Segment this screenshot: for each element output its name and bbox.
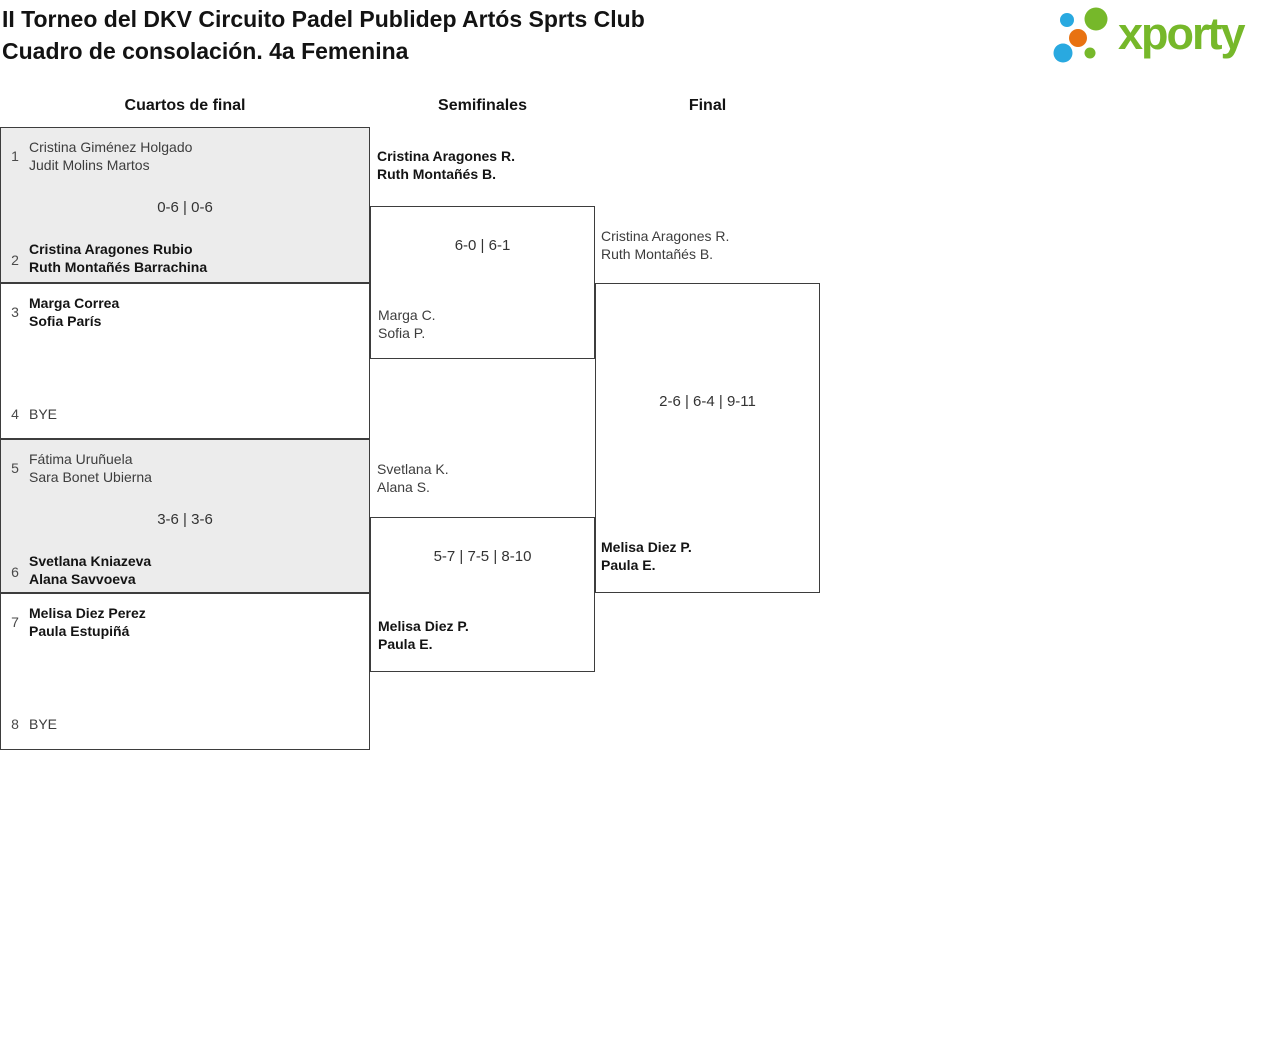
match-box-qf2: 3 Marga Correa Sofia París 4 BYE	[0, 283, 370, 439]
team-name: Melisa Diez P. Paula E.	[378, 617, 469, 653]
player-name: Cristina Aragones R.	[377, 148, 515, 164]
team-name: Cristina Aragones R. Ruth Montañés B.	[601, 227, 729, 263]
match-score: 6-0 | 6-1	[454, 237, 511, 254]
player-name: Melisa Diez P.	[601, 539, 692, 555]
seed-number: 8	[11, 716, 19, 732]
player-name: Paula E.	[378, 636, 433, 652]
page-title: II Torneo del DKV Circuito Padel Publide…	[2, 3, 645, 67]
player-name: Svetlana Kniazeva	[29, 553, 152, 569]
player-name: Sofia París	[29, 313, 102, 329]
player-name: Melisa Diez Perez	[29, 605, 146, 621]
seed-number: 5	[11, 460, 19, 476]
match-score: 2-6 | 6-4 | 9-11	[659, 393, 756, 410]
player-name: Marga C.	[378, 307, 436, 323]
team-name: Marga C. Sofia P.	[378, 306, 436, 342]
seed-number: 4	[11, 406, 19, 422]
team-name: Cristina Giménez Holgado Judit Molins Ma…	[29, 138, 192, 174]
seed-number: 6	[11, 564, 19, 580]
match-box-qf1: 1 Cristina Giménez Holgado Judit Molins …	[0, 127, 370, 283]
xporty-wordmark: xporty	[1118, 8, 1246, 59]
match-score: 3-6 | 3-6	[157, 511, 213, 528]
team-name: BYE	[29, 405, 57, 423]
team-name: Marga Correa Sofia París	[29, 294, 119, 330]
player-name: Alana Savvoeva	[29, 571, 136, 587]
team-name: Svetlana Kniazeva Alana Savvoeva	[29, 552, 151, 588]
xporty-logo[interactable]: xporty	[1046, 3, 1246, 69]
seed-number: 3	[11, 304, 19, 320]
player-name: Ruth Montañés B.	[377, 166, 496, 182]
tournament-name: II Torneo del DKV Circuito Padel Publide…	[2, 6, 645, 32]
player-name: Alana S.	[377, 479, 430, 495]
player-name: Sofia P.	[378, 325, 426, 341]
seed-number: 2	[11, 252, 19, 268]
player-name: Judit Molins Martos	[29, 157, 150, 173]
player-name: Marga Correa	[29, 295, 120, 311]
round-header-cuartos: Cuartos de final	[124, 97, 246, 114]
xporty-dots-icon	[1053, 7, 1108, 63]
team-name: Melisa Diez Perez Paula Estupiñá	[29, 604, 146, 640]
match-score: 0-6 | 0-6	[157, 199, 213, 216]
match-box-final: 2-6 | 6-4 | 9-11	[595, 283, 820, 593]
player-name: Ruth Montañés Barrachina	[29, 259, 208, 275]
player-name: Svetlana K.	[377, 461, 449, 477]
player-name: Cristina Aragones Rubio	[29, 241, 193, 257]
seed-number: 1	[11, 148, 19, 164]
player-name: Ruth Montañés B.	[601, 246, 714, 262]
match-score: 5-7 | 7-5 | 8-10	[433, 548, 532, 565]
team-name: Fátima Uruñuela Sara Bonet Ubierna	[29, 450, 152, 486]
bracket-subtitle: Cuadro de consolación. 4a Femenina	[2, 38, 409, 64]
match-box-sf1: 6-0 | 6-1 Marga C. Sofia P.	[370, 206, 595, 359]
team-name: BYE	[29, 715, 57, 733]
match-box-qf3: 5 Fátima Uruñuela Sara Bonet Ubierna 3-6…	[0, 439, 370, 593]
seed-number: 7	[11, 614, 19, 630]
match-box-qf4: 7 Melisa Diez Perez Paula Estupiñá 8 BYE	[0, 593, 370, 750]
player-name: Paula Estupiñá	[29, 623, 130, 639]
team-name: Melisa Diez P. Paula E.	[601, 538, 692, 574]
round-header-semifinales: Semifinales	[438, 97, 527, 114]
bye-label: BYE	[29, 406, 58, 422]
round-header-final: Final	[688, 97, 727, 114]
player-name: Melisa Diez P.	[378, 618, 469, 634]
team-name: Cristina Aragones R. Ruth Montañés B.	[377, 147, 515, 183]
bye-label: BYE	[29, 716, 58, 732]
player-name: Cristina Giménez Holgado	[29, 139, 193, 155]
player-name: Sara Bonet Ubierna	[29, 469, 152, 485]
team-name: Svetlana K. Alana S.	[377, 460, 449, 496]
match-box-sf2: 5-7 | 7-5 | 8-10 Melisa Diez P. Paula E.	[370, 517, 595, 672]
player-name: Fátima Uruñuela	[29, 451, 133, 467]
team-name: Cristina Aragones Rubio Ruth Montañés Ba…	[29, 240, 207, 276]
player-name: Cristina Aragones R.	[601, 228, 730, 244]
player-name: Paula E.	[601, 557, 656, 573]
